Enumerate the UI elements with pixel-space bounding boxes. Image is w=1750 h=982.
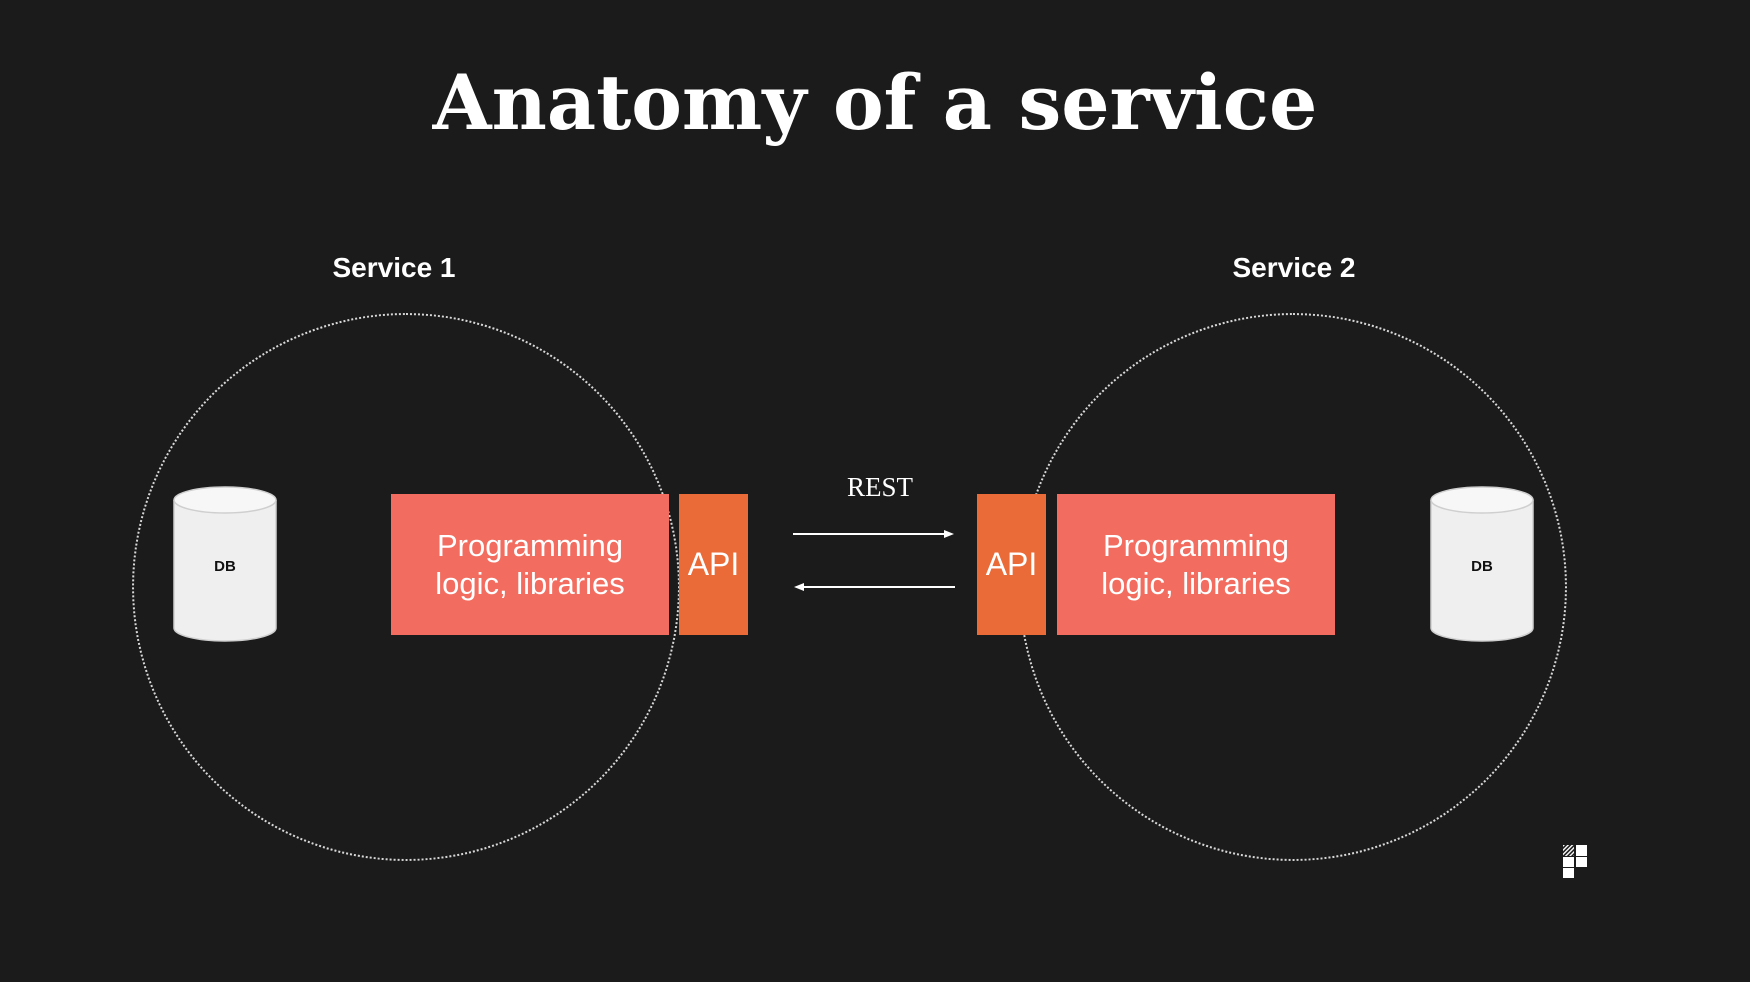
- service-2-db: DB: [1430, 486, 1534, 642]
- service-2-label: Service 2: [1232, 252, 1356, 283]
- service-1-db-label: DB: [214, 558, 236, 575]
- service-2-logic-label: Programming logic, libraries: [1101, 527, 1291, 601]
- rest-label: REST: [846, 472, 913, 502]
- service-1-api-label: API: [687, 546, 740, 582]
- service-1-logic-box: Programming logic, libraries: [391, 494, 669, 635]
- service-2-api-label: API: [985, 546, 1038, 582]
- service-2-api-box: API: [977, 494, 1046, 635]
- service-1-api-box: API: [679, 494, 748, 635]
- service-1-label: Service 1: [332, 252, 456, 283]
- database-icon: [1430, 486, 1534, 642]
- service-1-db: DB: [173, 486, 277, 642]
- slide-title: Anatomy of a service: [432, 58, 1318, 147]
- service-2-logic-box: Programming logic, libraries: [1057, 494, 1335, 635]
- database-icon: [173, 486, 277, 642]
- service-2-db-label: DB: [1471, 558, 1493, 575]
- left-arrow-icon: [794, 583, 955, 591]
- brand-logo-icon: [1563, 845, 1587, 878]
- service-1-logic-label: Programming logic, libraries: [435, 527, 625, 601]
- right-arrow-icon: [793, 530, 954, 538]
